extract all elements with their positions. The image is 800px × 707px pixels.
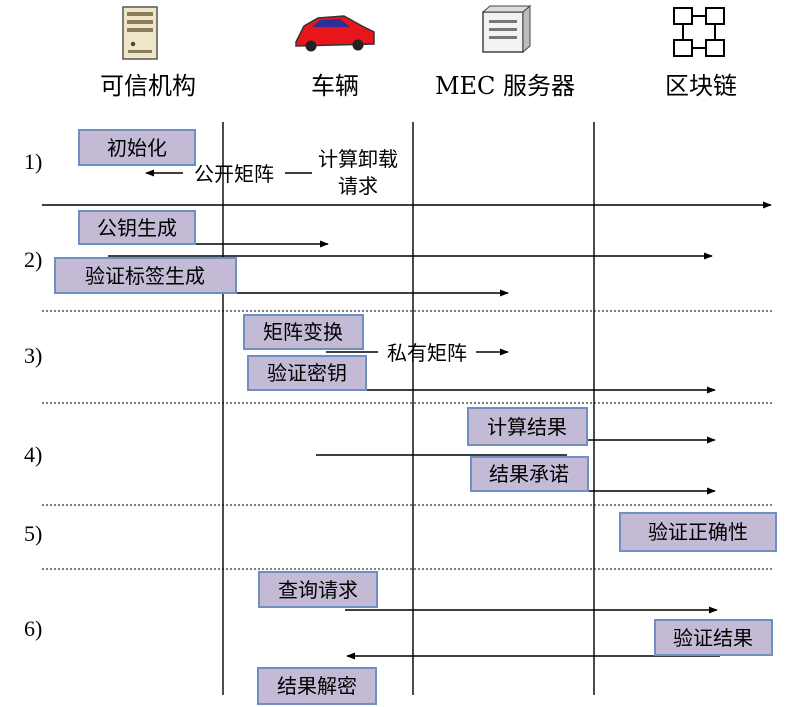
blockchain-icon [673,7,725,57]
box-commit-result: 结果承诺 [470,456,589,492]
step-label-6: 6) [24,616,42,641]
box-label-compute-result: 计算结果 [487,415,567,439]
actor-label-vehicle: 车辆 [311,72,359,100]
mec-server-icon [481,4,532,54]
phase-separators [42,310,773,570]
box-taggen: 验证标签生成 [54,257,237,294]
step-label-2: 2) [24,247,42,272]
box-label-verify-key: 验证密钥 [267,361,347,385]
box-verify-key: 验证密钥 [247,355,367,391]
message-public-matrix: 公开矩阵 [194,162,274,186]
box-verify-correct: 验证正确性 [619,512,777,552]
box-label-commit-result: 结果承诺 [489,462,569,486]
message-arrows [42,169,772,660]
message-offload-request-line1: 计算卸载 [318,147,398,171]
box-label-verify-correct: 验证正确性 [648,520,748,544]
box-label-taggen: 验证标签生成 [85,264,205,288]
actor-label-blockchain: 区块链 [665,72,737,100]
step-label-4: 4) [24,442,42,467]
actor-label-trusted-authority: 可信机构 [100,72,196,100]
car-icon [295,15,375,52]
step-label-3: 3) [24,343,42,368]
box-label-decrypt-result: 结果解密 [277,674,357,698]
box-compute-result: 计算结果 [467,407,588,446]
step-label-5: 5) [24,521,42,546]
box-label-verify-result: 验证结果 [673,626,753,650]
box-keygen: 公钥生成 [78,210,196,245]
box-query-request: 查询请求 [258,571,378,608]
step-label-1: 1) [24,149,42,174]
box-label-keygen: 公钥生成 [97,216,177,240]
message-private-matrix: 私有矩阵 [387,341,467,365]
box-label-query-request: 查询请求 [278,578,358,602]
actor-label-mec-server: MEC 服务器 [435,72,575,100]
box-init: 初始化 [78,129,196,166]
box-matrix-transform: 矩阵变换 [243,314,364,350]
box-decrypt-result: 结果解密 [257,667,377,705]
box-label-init: 初始化 [107,136,167,160]
lifelines [222,122,595,695]
server-icon [122,6,158,60]
message-offload-request-line2: 请求 [338,174,378,198]
box-label-matrix-transform: 矩阵变换 [263,320,343,344]
box-verify-result: 验证结果 [654,619,773,656]
